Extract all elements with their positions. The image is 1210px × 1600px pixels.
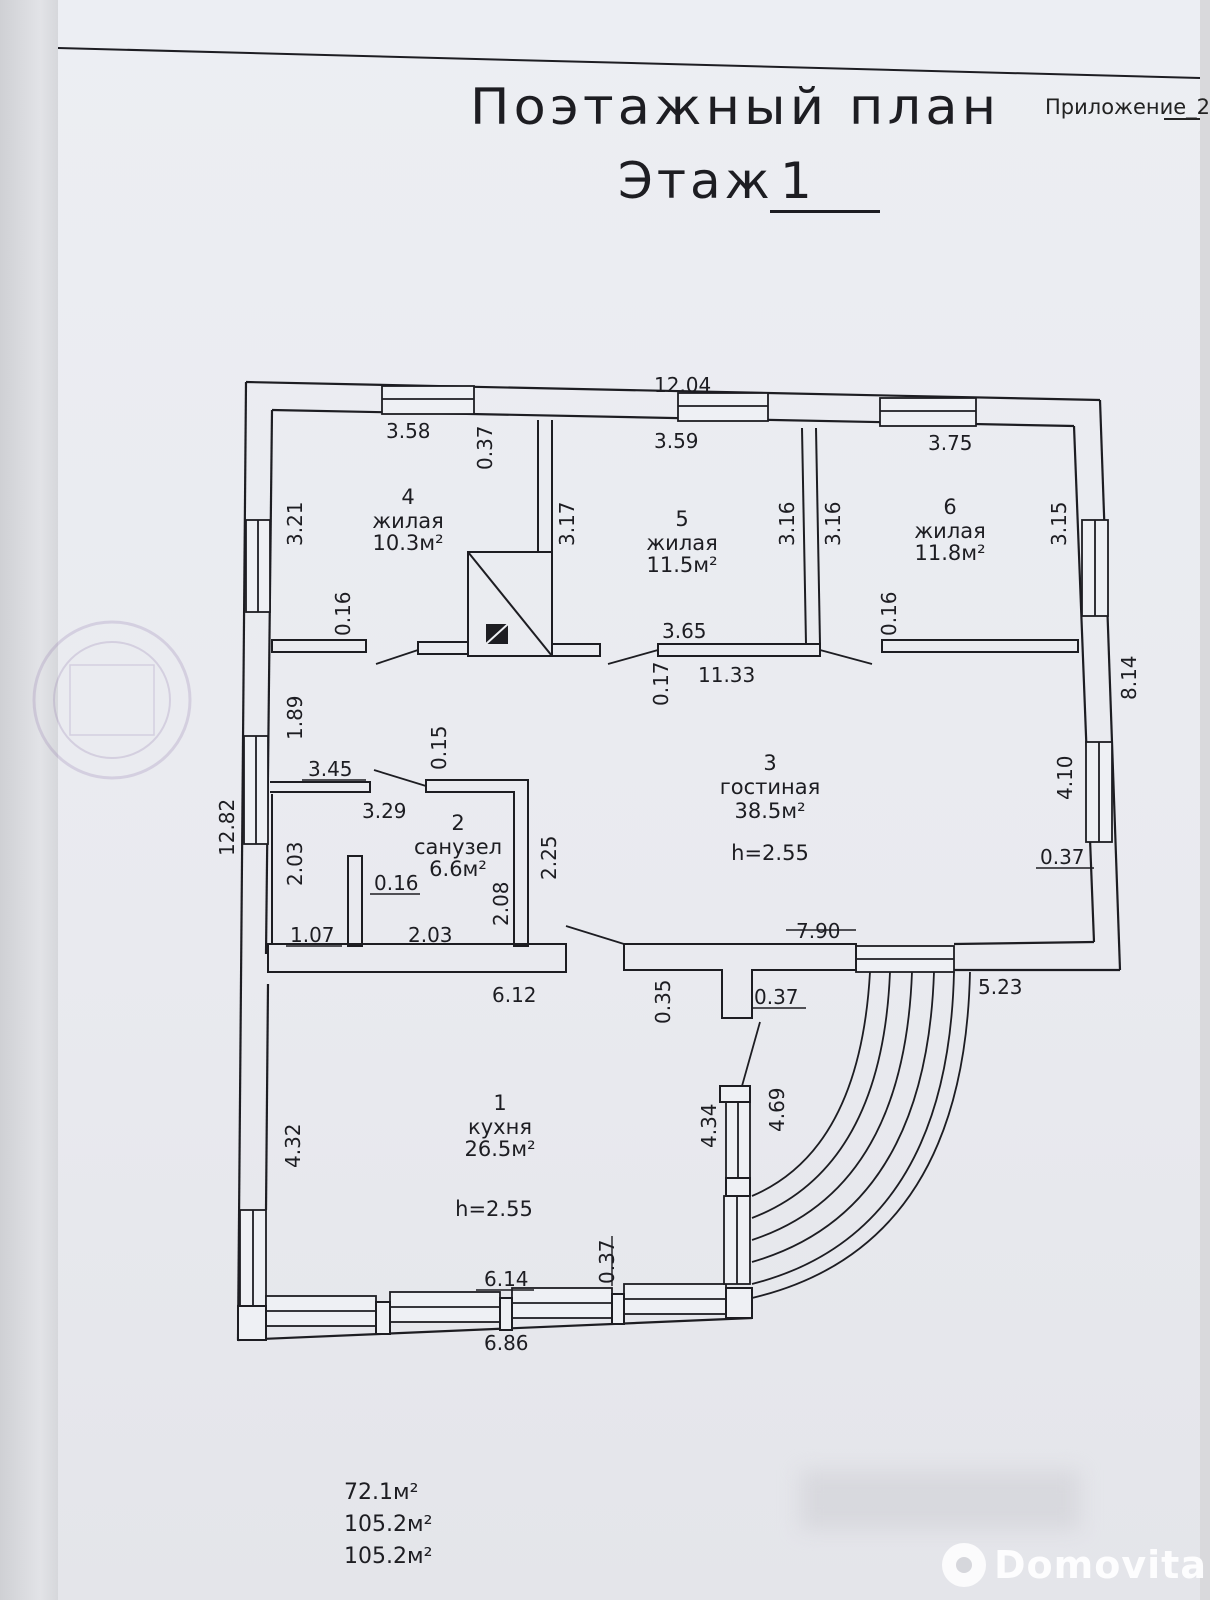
wall-pillars [237,1085,753,1341]
adjacent-page-edge [0,0,58,1600]
dim-partition-017: 0.17 [649,661,673,706]
room2-name: санузел [414,835,502,859]
redacted-area [800,1470,1080,1530]
dim-room4-partition: 0.16 [331,591,355,636]
dim-bath-depth-left: 2.03 [283,841,307,886]
dim-top-overall: 12.04 [654,373,711,397]
windows [239,385,1113,1327]
appendix-label: Приложение_2 [1045,95,1210,119]
dim-hall-left: 1.89 [283,695,307,740]
dim-room6-width: 3.75 [928,431,973,455]
dim-bath-top-wall: 0.15 [427,725,451,770]
room6-number: 6 [943,495,956,519]
appendix-underline [1164,118,1200,120]
dim-living-right-wall: 0.37 [1040,845,1085,869]
room4-name: жилая [372,509,444,533]
room-labels: 4 жилая 10.3м² 5 жилая 11.5м² 6 жилая 11… [372,485,986,1221]
door-swings [373,649,873,1087]
dim-right-overall: 8.14 [1117,655,1141,700]
dim-bath-bottom-right: 2.03 [408,923,453,947]
room6-name: жилая [914,519,986,543]
dim-kitchen-top: 6.12 [492,983,537,1007]
dim-room4-wall: 0.37 [473,425,497,470]
dim-living-bottom: 7.90 [796,919,841,943]
dim-room6-depth-right: 3.15 [1047,501,1071,546]
dim-kitchen-left: 4.32 [281,1123,305,1168]
watermark-text: Domovita [994,1543,1207,1587]
dimension-labels: 12.04 3.58 0.37 3.59 3.75 3.21 3.17 3.16… [215,373,1141,1355]
room1-area: 26.5м² [464,1137,535,1161]
room4-number: 4 [401,485,414,509]
dimension-lines [286,779,1094,1291]
dim-kitchen-bottom-inner: 6.14 [484,1267,529,1291]
room6-area: 11.8м² [914,541,985,565]
room2-area: 6.6м² [429,857,487,881]
dim-bath-outer-right: 2.25 [537,835,561,880]
room3-area: 38.5м² [734,799,805,823]
dim-room5-depth-right: 3.16 [775,501,799,546]
dim-bath-bottom-left: 1.07 [290,923,335,947]
dim-chimney-side: 3.17 [555,501,579,546]
room2-number: 2 [451,811,464,835]
dim-kitchen-right-outer: 4.69 [765,1087,789,1132]
floor-number: 1 [770,152,880,213]
dim-kitchen-bottom-wall: 0.37 [595,1239,619,1284]
porch-stairs [751,971,971,1299]
dim-bath-top-outer: 3.45 [308,757,353,781]
watermark: Domovita [942,1540,1207,1590]
total-area-repeat: 105.2м² [344,1544,433,1569]
room5-name: жилая [646,531,718,555]
dim-room4-width: 3.58 [386,419,431,443]
watermark-logo-icon [942,1543,986,1587]
room3-height: h=2.55 [731,841,809,865]
dim-room6-depth-left: 3.16 [821,501,845,546]
dim-living-right: 4.10 [1053,755,1077,800]
dim-room6-partition: 0.16 [877,591,901,636]
dim-kitchen-bottom-outer: 6.86 [484,1331,529,1355]
dim-kitchen-right: 4.34 [697,1103,721,1148]
chimney-icon [485,623,509,645]
dim-room5-width: 3.59 [654,429,699,453]
dim-kitchen-wall-037: 0.37 [754,985,799,1009]
dim-left-overall: 12.82 [215,799,239,856]
dim-bath-depth-right: 2.08 [489,881,513,926]
room3-name: гостиная [720,775,821,799]
room1-height: h=2.55 [455,1197,533,1221]
page-title: Поэтажный план [470,78,1001,136]
dim-hall-width: 11.33 [698,663,755,687]
floor-label: Этаж [618,152,774,210]
dim-room4-depth: 3.21 [283,501,307,546]
room5-area: 11.5м² [646,553,717,577]
dim-bath-top-inner: 3.29 [362,799,407,823]
room4-area: 10.3м² [372,531,443,555]
stamp-icon [32,620,192,780]
room5-number: 5 [675,507,688,531]
total-area: 105.2м² [344,1512,433,1537]
sheet-border-line [57,47,1201,79]
room1-number: 1 [493,1091,506,1115]
dim-bath-partition: 0.16 [374,871,419,895]
dim-kitchen-wall-035: 0.35 [651,979,675,1024]
total-living-area: 72.1м² [344,1480,419,1505]
room3-number: 3 [763,751,776,775]
dim-porch-right: 5.23 [978,975,1023,999]
room1-name: кухня [468,1115,532,1139]
dim-room5-bottom: 3.65 [662,619,707,643]
